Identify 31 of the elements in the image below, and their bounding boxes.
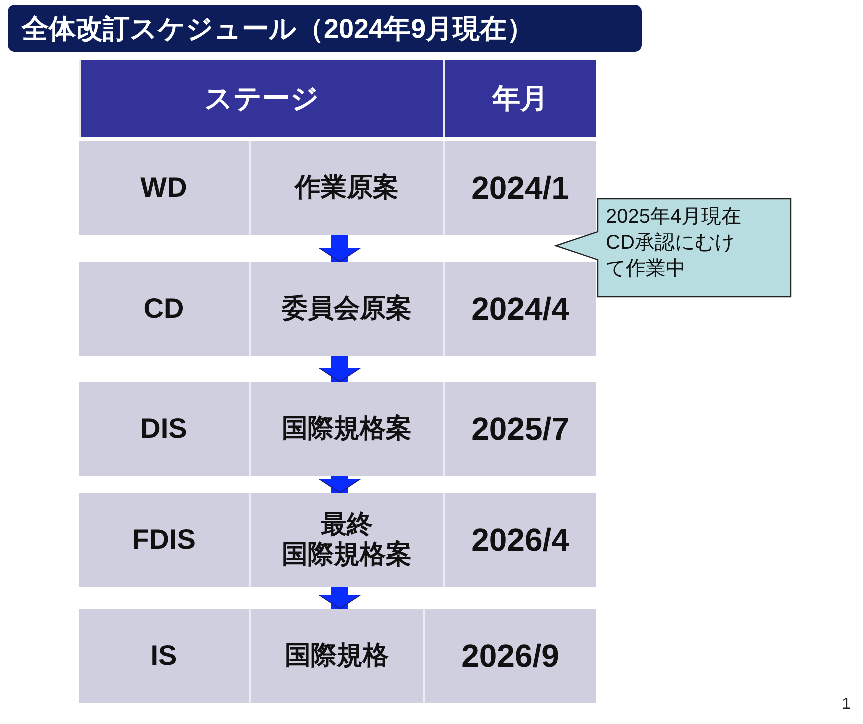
stage-code: WD [140, 172, 188, 204]
callout-text: 2025年4月現在CD承認にむけて作業中 [606, 205, 743, 282]
target-date: 2024/4 [472, 290, 570, 328]
stage-row [79, 382, 596, 476]
stage-row [79, 141, 596, 235]
stage-name: 国際規格 [285, 641, 389, 671]
title-banner: 全体改訂スケジュール（2024年9月現在） [8, 5, 642, 52]
down-arrow [318, 476, 362, 494]
column-header: ステージ [204, 82, 320, 116]
stage-code: CD [144, 292, 184, 326]
target-date: 2025/7 [472, 410, 570, 448]
stage-name: 委員会原案 [282, 294, 412, 324]
callout-bubble [552, 198, 792, 298]
stage-code: IS [150, 640, 178, 672]
down-arrow [318, 587, 362, 610]
stage-row [79, 609, 596, 703]
down-arrow [318, 356, 362, 382]
column-header: 年月 [492, 82, 548, 116]
stage-row [79, 493, 596, 587]
stage-name: 作業原案 [295, 173, 399, 203]
stage-code: FDIS [132, 524, 196, 556]
down-arrow [318, 235, 362, 262]
target-date: 2024/1 [472, 170, 570, 206]
page-number: 1 [842, 696, 851, 714]
stage-name: 最終 [321, 510, 373, 540]
target-date: 2026/9 [462, 638, 560, 674]
target-date: 2026/4 [472, 522, 570, 558]
stage-code: DIS [140, 412, 188, 446]
stage-name: 国際規格案 [282, 540, 412, 570]
stage-row [79, 262, 596, 356]
stage-name: 国際規格案 [282, 414, 412, 444]
